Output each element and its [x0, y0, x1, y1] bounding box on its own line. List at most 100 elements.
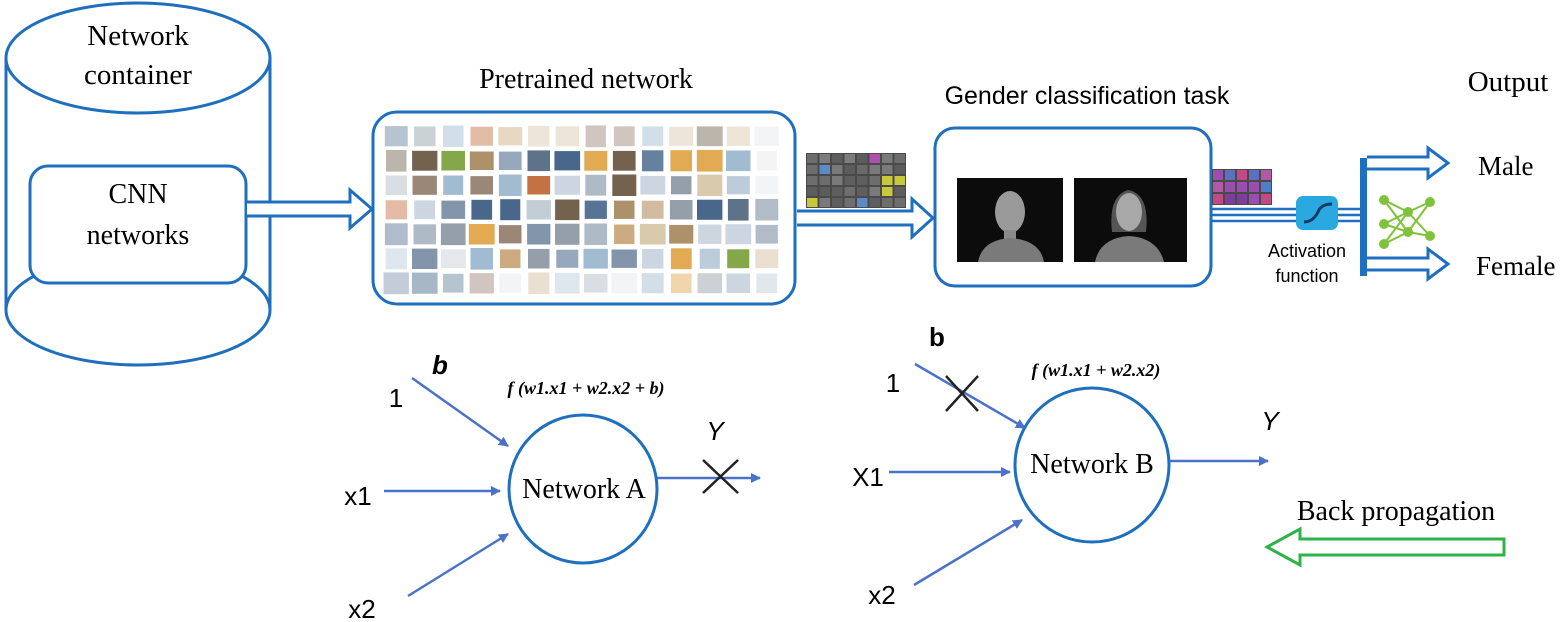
- feature-map-cell: [1225, 194, 1235, 204]
- hollow-arrow-pretrained-to-gender: [797, 195, 936, 241]
- thumbnail-image: [499, 273, 522, 293]
- network-b-bias-cross-icon: [945, 375, 979, 412]
- network-a-output-label: Y: [706, 416, 725, 446]
- feature-map-cell: [807, 187, 818, 196]
- feature-map-cell: [1225, 170, 1235, 180]
- thumbnail-image: [468, 224, 495, 245]
- thumbnail-image: [441, 200, 466, 219]
- thumbnail-image: [639, 223, 666, 245]
- thumbnail-image: [755, 176, 779, 195]
- thumbnail-image: [726, 150, 751, 172]
- container-title-line2: container: [84, 59, 192, 91]
- network-a-node: [507, 413, 659, 565]
- thumbnail-image: [527, 223, 551, 245]
- thumbnail-image: [671, 176, 692, 195]
- image-thumbnail-mosaic: [383, 125, 779, 295]
- thumbnail-image: [528, 248, 550, 269]
- thumbnail-image: [642, 150, 664, 172]
- mini-neural-net-icon: [1379, 195, 1435, 249]
- thumbnail-image: [614, 200, 635, 219]
- connector-lines-to-activation: [1212, 207, 1360, 223]
- activation-label-line1: Activation: [1268, 241, 1346, 261]
- feature-map-cell: [869, 154, 880, 163]
- network-b-formula: f (w1.x1 + w2.x2): [1032, 360, 1161, 381]
- output-bracket: [1360, 158, 1367, 276]
- thumbnail-image: [527, 150, 550, 172]
- network-b-node: [1013, 386, 1171, 544]
- feature-map-cell: [1249, 194, 1259, 204]
- thumbnail-image: [669, 224, 694, 244]
- feature-map-cell: [1225, 182, 1235, 192]
- thumbnail-image: [555, 126, 579, 147]
- thumbnail-image: [697, 174, 723, 196]
- thumbnail-image: [555, 199, 580, 221]
- thumbnail-image: [556, 249, 579, 268]
- thumbnail-image: [726, 273, 751, 293]
- thumbnail-image: [500, 249, 521, 269]
- thumbnail-image: [641, 273, 664, 294]
- thumbnail-image: [640, 175, 666, 195]
- feature-map-cell: [832, 165, 843, 174]
- feature-map-cell: [844, 198, 855, 207]
- thumbnail-image: [498, 225, 522, 244]
- thumbnail-image: [670, 150, 692, 172]
- thumbnail-image: [469, 151, 494, 170]
- thumbnail-image: [613, 126, 635, 147]
- feature-map-cell: [857, 187, 868, 196]
- feature-map-cell: [1213, 182, 1223, 192]
- network-b-label: Network B: [1030, 449, 1154, 480]
- network-a-bias-label: b: [432, 350, 448, 380]
- feature-map-cell: [807, 154, 818, 163]
- feature-map-cell: [819, 154, 830, 163]
- feature-map-cell: [819, 176, 830, 185]
- feature-map-cell: [894, 176, 905, 185]
- thumbnail-image: [669, 200, 693, 220]
- pretrained-title: Pretrained network: [479, 64, 693, 95]
- feature-map-cell: [894, 154, 905, 163]
- feature-map-cell: [844, 187, 855, 196]
- thumbnail-image: [585, 174, 607, 196]
- thumbnail-image: [528, 125, 550, 147]
- thumbnail-image: [611, 273, 638, 294]
- thumbnail-image: [555, 223, 580, 245]
- thumbnail-image: [612, 174, 637, 196]
- output-title: Output: [1468, 66, 1549, 98]
- thumbnail-image: [696, 149, 723, 172]
- feature-map-cell: [869, 165, 880, 174]
- feature-map-cell: [882, 187, 893, 196]
- network-b-input-one: 1: [886, 368, 900, 398]
- thumbnail-image: [528, 272, 550, 295]
- thumbnail-image: [614, 224, 635, 244]
- feature-map-cell: [844, 165, 855, 174]
- thumbnail-image: [443, 125, 464, 147]
- thumbnail-image: [414, 126, 436, 147]
- feature-map-cell: [1261, 182, 1271, 192]
- thumbnail-image: [554, 175, 580, 195]
- hollow-arrow-male: [1367, 145, 1451, 181]
- thumbnail-image: [469, 273, 494, 294]
- feature-map-cell: [1213, 170, 1223, 180]
- feature-map-cell: [882, 165, 893, 174]
- thumbnail-image: [385, 200, 407, 220]
- feature-map-cell: [832, 187, 843, 196]
- feature-map-cell: [1249, 170, 1259, 180]
- thumbnail-image: [498, 174, 522, 196]
- feature-map-cell: [819, 187, 830, 196]
- feature-map-thumbnail-1: [806, 153, 906, 208]
- network-a-input-x1: x1: [344, 481, 371, 511]
- thumbnail-image: [699, 248, 720, 269]
- thumbnail-image: [440, 249, 466, 269]
- feature-map-cell: [857, 198, 868, 207]
- network-a-input-x2: x2: [348, 594, 375, 622]
- thumbnail-image: [471, 199, 493, 220]
- thumbnail-image: [725, 224, 752, 245]
- cnn-networks-box: [28, 164, 248, 285]
- thumbnail-image: [756, 273, 778, 293]
- thumbnail-image: [756, 151, 777, 171]
- thumbnail-image: [383, 272, 409, 295]
- thumbnail-image: [527, 176, 551, 195]
- network-b-input-x2: x2: [868, 580, 895, 610]
- network-a-label: Network A: [522, 474, 646, 505]
- feature-map-cell: [1213, 194, 1223, 204]
- feature-map-cell: [844, 154, 855, 163]
